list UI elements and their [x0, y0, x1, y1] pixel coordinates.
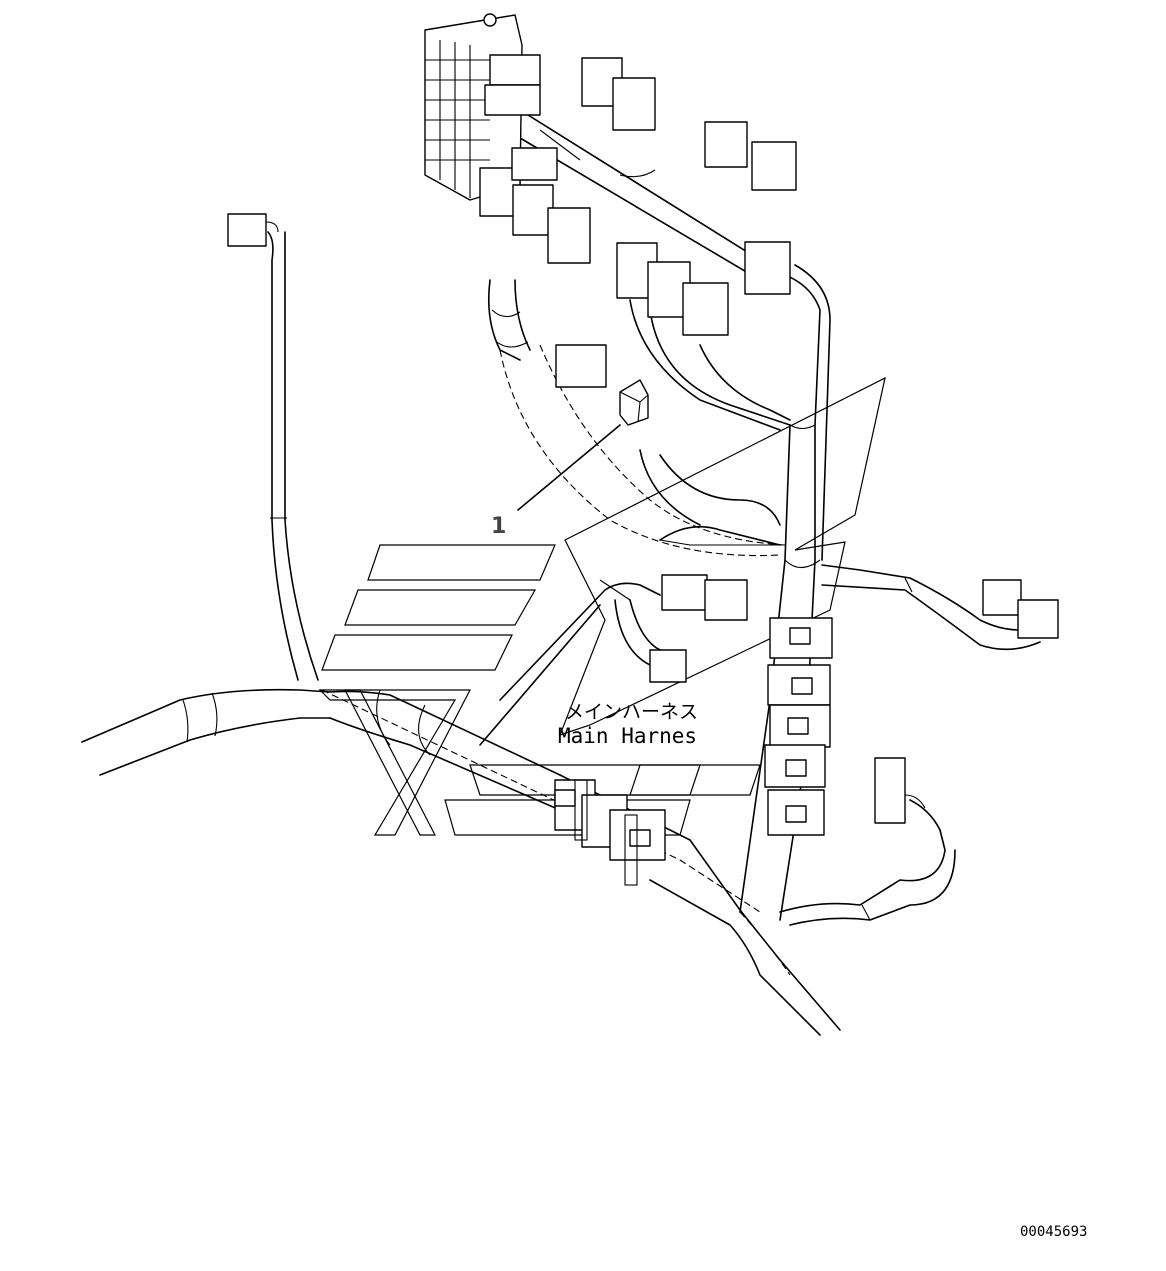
callout-1-leader: [517, 424, 621, 511]
harness-label-english: Main Harnes: [558, 724, 697, 748]
upper-harness: [479, 109, 831, 746]
part-1-component: [619, 379, 649, 426]
main-harness: [81, 231, 1041, 1036]
relays: [479, 57, 797, 683]
harness-label-japanese: メインハーネス: [565, 701, 698, 723]
callout-1-number: 1: [491, 514, 506, 539]
lower-connectors: [554, 779, 666, 886]
harness-label: メインハーネス Main Harnes: [558, 701, 698, 748]
callout-1: 1: [491, 424, 621, 539]
connector-right: [874, 579, 1059, 824]
drawing-number: 00045693: [1020, 1224, 1087, 1240]
connector-top-left: [227, 213, 279, 247]
trunk-connectors: [764, 617, 833, 836]
